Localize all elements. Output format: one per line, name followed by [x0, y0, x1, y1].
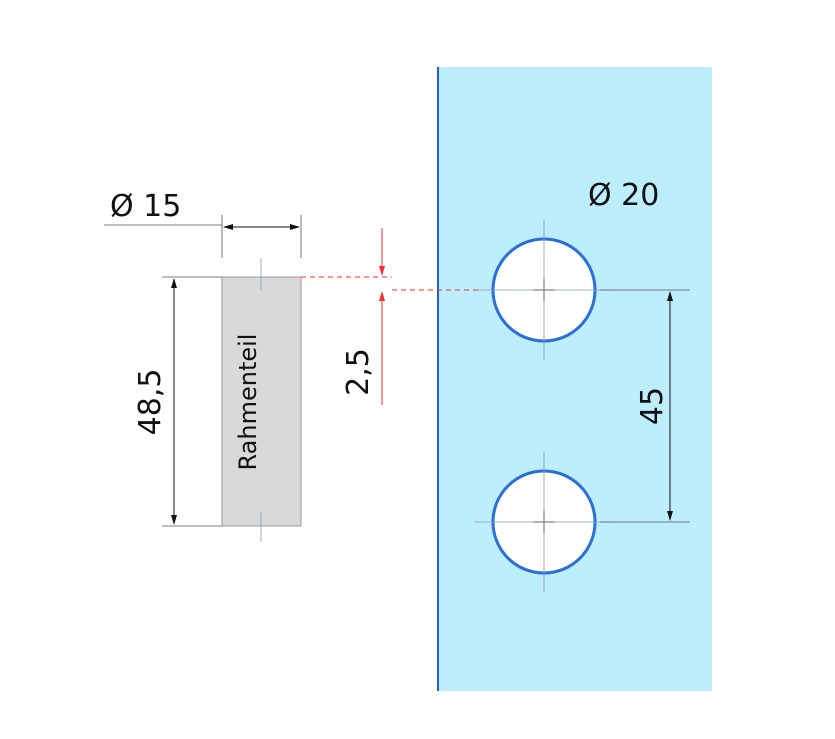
offset-dimension: [301, 228, 478, 405]
dia-large-label: Ø 20: [588, 178, 659, 213]
spacing-dimension: [600, 289, 690, 523]
dia-small-label: Ø 15: [110, 189, 181, 224]
part-name-label: Rahmenteil: [234, 334, 262, 471]
glass-panel: [438, 67, 712, 691]
hole-bottom: [474, 452, 614, 592]
dia-small-dimension: [104, 215, 302, 258]
frame-part: [221, 276, 302, 527]
spacing-label: 45: [635, 387, 670, 425]
height-dimension: [162, 276, 222, 527]
offset-label: 2,5: [341, 348, 376, 396]
height-label: 48,5: [133, 369, 168, 436]
hole-top: [474, 220, 614, 360]
